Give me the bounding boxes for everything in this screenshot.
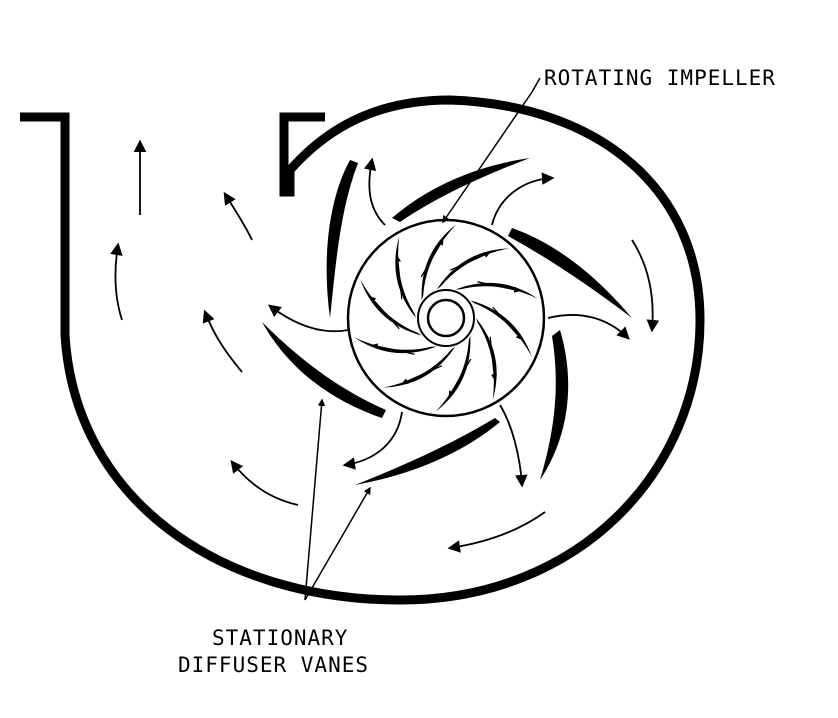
diffuser-vane — [392, 158, 530, 222]
diffuser-vanes — [262, 158, 632, 485]
impeller-flow-arrow — [370, 296, 400, 330]
impeller-flow-arrow — [420, 239, 444, 278]
impeller-flow-arrow — [395, 255, 403, 300]
impeller-flow-arrow — [477, 281, 521, 293]
impeller-blade — [360, 279, 422, 336]
flow-arrow — [631, 239, 660, 333]
impeller-blade — [476, 318, 497, 400]
diffuser-vane — [262, 322, 386, 418]
impeller-blade — [470, 300, 532, 357]
diffuser-vane — [540, 330, 569, 480]
flow-arrow — [342, 411, 403, 470]
diffuser-vane — [326, 160, 358, 318]
impeller-flow-arrow — [448, 358, 472, 397]
flow-arrow — [491, 172, 555, 226]
diffuser-leader — [304, 486, 371, 601]
impeller-blade — [436, 248, 510, 290]
flow-arrow — [110, 242, 123, 321]
leader-lines — [304, 77, 541, 601]
impeller-blade — [353, 337, 437, 354]
flow-arrow — [223, 191, 253, 241]
impeller-flow-arrow — [371, 343, 415, 355]
impeller-blade — [455, 282, 539, 299]
flow-arrows — [110, 139, 660, 553]
impeller-blades — [353, 224, 539, 412]
flow-arrow — [547, 314, 630, 340]
rotating-impeller — [346, 218, 546, 418]
flow-arrow — [363, 157, 386, 226]
diffuser-label-line1: STATIONARY — [212, 626, 348, 650]
impeller-blade — [395, 236, 416, 318]
diffuser-label-line2: DIFFUSER VANES — [178, 653, 369, 677]
flow-arrow — [202, 309, 243, 373]
diffuser-vane — [355, 418, 500, 485]
impeller-hub — [426, 298, 466, 338]
impeller-blade — [421, 224, 457, 301]
impeller-blade — [435, 335, 471, 412]
impeller-label: ROTATING IMPELLER — [544, 66, 776, 90]
flow-arrow — [499, 404, 528, 488]
impeller-flow-arrow — [449, 252, 491, 271]
impeller-leader — [442, 77, 541, 224]
impeller-flow-arrow — [401, 365, 443, 384]
impeller-flow-arrow — [492, 306, 522, 340]
diffuser-leader — [304, 398, 326, 601]
impeller-rim — [346, 218, 546, 418]
diffuser-vane — [508, 228, 632, 318]
flow-arrow — [230, 460, 299, 506]
impeller-blade — [382, 346, 456, 388]
impeller-hub-ring — [417, 289, 475, 347]
volute-casing — [20, 95, 705, 605]
flow-arrow — [267, 304, 349, 333]
impeller-flow-arrows — [370, 239, 522, 397]
impeller-flow-arrow — [489, 336, 497, 381]
flow-arrow — [447, 511, 546, 553]
